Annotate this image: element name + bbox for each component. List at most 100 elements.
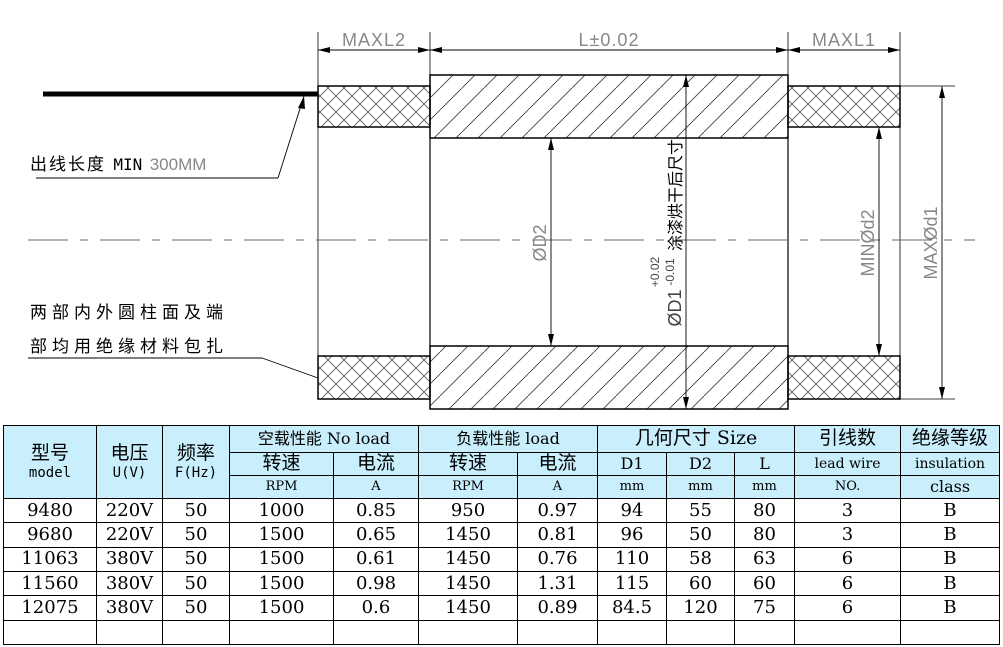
cell-insulation-class: B (900, 570, 1001, 597)
cell-frequency: 50 (162, 546, 230, 572)
hdr-class: class (900, 474, 1001, 500)
cell-voltage: 220V (96, 522, 163, 548)
hdr-load: 负载性能 load (418, 425, 598, 453)
cell-frequency: 50 (162, 497, 230, 524)
cell-frequency: 50 (162, 522, 230, 548)
hdr-rpm: RPM (229, 474, 334, 500)
cell-load-current: 0.81 (517, 522, 598, 548)
hdr-lead-zh: 引线数 (794, 425, 902, 453)
hdr-size: 几何尺寸 Size (596, 425, 796, 453)
insulation-left-top (317, 85, 431, 128)
cell-frequency: 50 (162, 570, 230, 597)
cell-insulation-class: B (900, 497, 1001, 524)
cell-empty (333, 619, 419, 646)
cell-d2: 120 (666, 595, 735, 621)
cell-load-current: 0.76 (517, 546, 598, 572)
hdr-mm-d2: mm (666, 474, 735, 500)
cell-lead-count: 6 (794, 546, 902, 572)
cell-load-speed: 1450 (418, 595, 518, 621)
table-row-empty (3, 619, 1001, 646)
cell-load-speed: 1450 (418, 522, 518, 548)
cell-noload-speed: 1500 (229, 595, 334, 621)
hdr-amp: A (333, 474, 419, 500)
hdr-d2: D2 (666, 451, 735, 476)
cell-empty (794, 619, 902, 646)
cell-load-speed: 950 (418, 497, 518, 524)
hdr-insul-zh: 绝缘等级 (900, 425, 1001, 453)
cell-voltage: 380V (96, 570, 163, 597)
cell-d2: 60 (666, 570, 735, 597)
insulation-note-line2: 部均用绝缘材料包扎 (30, 337, 228, 357)
hdr-amp-load: A (517, 474, 598, 500)
lead-length-note: 出线长度 MIN 300MM (30, 155, 206, 175)
cell-voltage: 380V (96, 595, 163, 621)
cell-load-speed: 1450 (418, 546, 518, 572)
header-row-3: RPM A RPM A mm mm mm NO. class (4, 474, 1001, 500)
cell-load-current: 1.31 (517, 570, 598, 597)
cell-empty (733, 619, 796, 646)
cell-load-speed: 1450 (418, 570, 518, 597)
cell-insulation-class: B (900, 522, 1001, 548)
dim-maxl1: MAXL1 (812, 30, 876, 50)
cell-frequency: 50 (162, 595, 230, 621)
cell-d1: 94 (597, 497, 667, 524)
hdr-noload-speed: 转速 (229, 451, 334, 476)
hdr-insul-en: insulation (900, 451, 1001, 476)
cell-length: 63 (733, 546, 796, 572)
cell-lead-count: 6 (794, 595, 902, 621)
dim-max-d1: MAXØd1 (921, 206, 941, 279)
cell-empty (517, 619, 598, 646)
cell-length: 80 (733, 522, 796, 548)
cell-empty (900, 619, 1001, 646)
hdr-l: L (733, 451, 796, 476)
cell-noload-current: 0.98 (333, 570, 419, 597)
hdr-no-load: 空载性能 No load (229, 425, 419, 453)
cell-noload-speed: 1000 (229, 497, 334, 524)
cell-lead-count: 6 (794, 570, 902, 597)
cell-model: 9480 (3, 497, 97, 524)
header-row-2: 转速 电流 转速 电流 D1 D2 L lead wire insulation (4, 451, 1001, 476)
cell-model: 11063 (3, 546, 97, 572)
dim-d1-tol-upper: +0.02 (648, 256, 662, 287)
cell-d2: 50 (666, 522, 735, 548)
cell-noload-speed: 1500 (229, 570, 334, 597)
hdr-mm-d1: mm (597, 474, 667, 500)
cell-d1: 110 (597, 546, 667, 572)
cell-empty (418, 619, 518, 646)
cell-noload-speed: 1500 (229, 522, 334, 548)
cell-empty (666, 619, 735, 646)
cell-voltage: 220V (96, 497, 163, 524)
cell-length: 75 (733, 595, 796, 621)
dim-d1: ØD1 (665, 289, 685, 326)
cell-d1: 84.5 (597, 595, 667, 621)
hdr-no: NO. (794, 474, 902, 500)
cell-d1: 115 (597, 570, 667, 597)
hdr-lead-en: lead wire (794, 451, 902, 476)
cell-load-current: 0.97 (517, 497, 598, 524)
cell-model: 12075 (3, 595, 97, 621)
cell-model: 9680 (3, 522, 97, 548)
cell-empty (96, 619, 163, 646)
cell-d2: 58 (666, 546, 735, 572)
dim-d2: ØD2 (530, 224, 550, 261)
cell-insulation-class: B (900, 595, 1001, 621)
cell-noload-current: 0.85 (333, 497, 419, 524)
cell-model: 11560 (3, 570, 97, 597)
cell-length: 80 (733, 497, 796, 524)
cell-noload-current: 0.6 (333, 595, 419, 621)
cell-lead-count: 3 (794, 522, 902, 548)
cell-voltage: 380V (96, 546, 163, 572)
hdr-load-speed: 转速 (418, 451, 518, 476)
cell-lead-count: 3 (794, 497, 902, 524)
insulation-right-bottom (787, 355, 901, 400)
